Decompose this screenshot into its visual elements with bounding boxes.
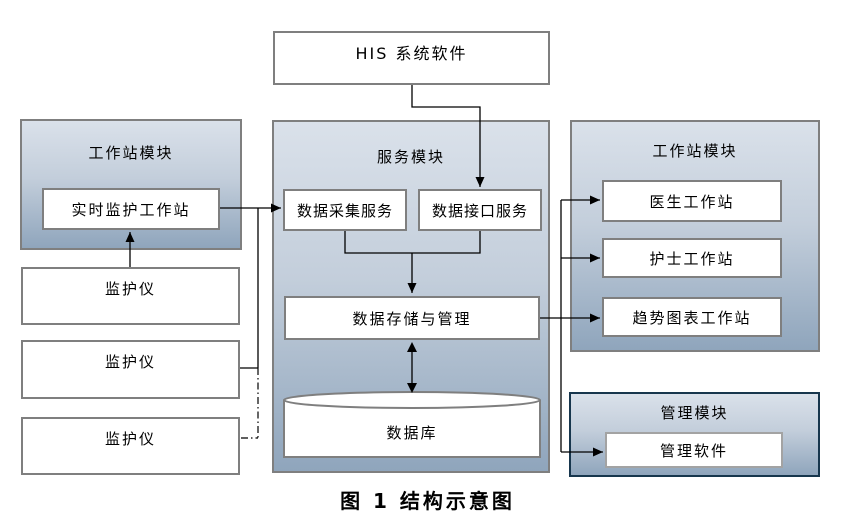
data-collect-service-box: 数据采集服务 [283,189,407,231]
management-software-label: 管理软件 [659,441,728,460]
doctor-workstation-box: 医生工作站 [602,180,782,222]
figure-caption: 图 1 结构示意图 [340,489,515,513]
database-label: 数据库 [386,423,438,442]
doctor-workstation-label: 医生工作站 [649,192,735,211]
right-workstation-module-title: 工作站模块 [652,142,738,160]
nurse-workstation-box: 护士工作站 [602,238,782,278]
left-workstation-module: 工作站模块 [20,119,242,250]
service-module-title: 服务模块 [376,148,445,166]
data-collect-service-label: 数据采集服务 [296,201,393,220]
patient-monitor-box-2: 监护仪 [21,340,240,399]
left-workstation-module-title: 工作站模块 [88,144,174,162]
trend-chart-workstation-label: 趋势图表工作站 [632,308,752,327]
patient-monitor-label-1: 监护仪 [104,279,156,298]
trend-chart-workstation-box: 趋势图表工作站 [602,297,782,337]
line-left-bus-solid [240,208,259,369]
his-system-label: HIS 系统软件 [355,44,468,63]
management-module-title: 管理模块 [660,404,729,422]
patient-monitor-box-1: 监护仪 [21,267,240,325]
data-storage-management-label: 数据存储与管理 [352,309,472,328]
realtime-monitor-workstation-label: 实时监护工作站 [71,200,191,219]
his-system-box: HIS 系统软件 [273,31,550,85]
data-interface-service-label: 数据接口服务 [431,201,528,220]
patient-monitor-box-3: 监护仪 [21,417,240,475]
management-software-box: 管理软件 [605,432,783,468]
line-left-bus-dashdot [241,368,259,439]
realtime-monitor-workstation-box: 实时监护工作站 [42,188,220,230]
data-interface-service-box: 数据接口服务 [418,189,542,231]
data-storage-management-box: 数据存储与管理 [284,296,540,340]
nurse-workstation-label: 护士工作站 [649,249,735,268]
patient-monitor-label-3: 监护仪 [104,429,156,448]
patient-monitor-label-2: 监护仪 [104,353,156,371]
